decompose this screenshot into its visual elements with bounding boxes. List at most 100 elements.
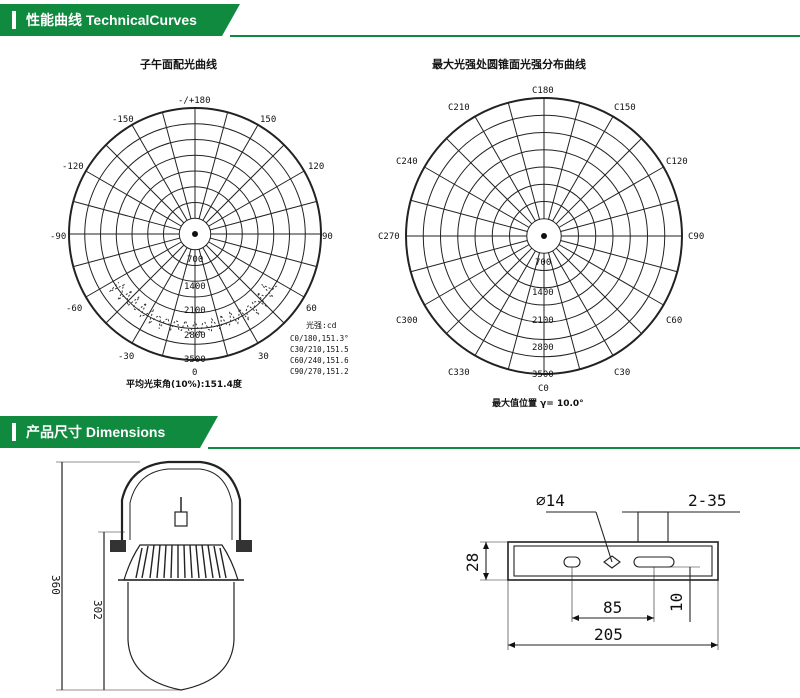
section-tab: 性能曲线 TechnicalCurves — [0, 4, 222, 36]
angle-label-c330: C330 — [448, 368, 470, 378]
grid-spoke — [85, 241, 182, 298]
angle-label-c240: C240 — [396, 157, 418, 167]
grid-spoke — [474, 116, 536, 222]
angle-label-top: -/+180 — [178, 96, 211, 106]
grid-spoke — [410, 239, 528, 273]
grid-spoke — [202, 247, 259, 344]
dim-slot: 2-35 — [688, 491, 727, 510]
angle-label-c0: C0 — [538, 384, 549, 394]
intensity-curve — [109, 282, 278, 336]
grid-spoke — [424, 244, 530, 306]
grid-spoke — [205, 244, 285, 324]
dim-bracket-height: 28 — [463, 553, 482, 572]
grid-spoke — [131, 247, 188, 344]
angle-label-m60: -60 — [66, 304, 83, 314]
angle-label-c300: C300 — [396, 316, 418, 326]
left-chart-footer: 平均光束角(10%):151.4度 — [126, 380, 242, 390]
dim-slot-width: 10 — [667, 593, 686, 612]
angle-label-150: 150 — [260, 115, 277, 125]
dim-hole-diameter: ⌀14 — [536, 491, 565, 510]
grid-spoke — [131, 124, 188, 221]
angle-label-90: 90 — [322, 232, 333, 242]
grid-spoke — [210, 200, 317, 231]
grid-spoke — [424, 166, 530, 228]
angle-label-c270: C270 — [378, 232, 400, 242]
right-chart-footer: 最大值位置 γ= 10.0° — [492, 399, 584, 409]
section-rule — [230, 35, 800, 37]
angle-label-m90: -90 — [50, 232, 67, 242]
grid-spoke — [547, 102, 581, 220]
grid-spoke — [560, 199, 678, 233]
section-header-dimensions: 产品尺寸 Dimensions — [0, 414, 800, 450]
dim-height-body: 302 — [91, 600, 104, 620]
ring-label: 1400 — [184, 282, 206, 292]
legend-row: C30/210,151.5 — [290, 345, 349, 354]
ring-label: 3500 — [184, 355, 206, 365]
section-title: 产品尺寸 Dimensions — [26, 424, 166, 440]
right-chart-title: 最大光强处圆锥面光强分布曲线 — [432, 58, 586, 71]
grid-spoke — [547, 252, 581, 370]
angle-label-60: 60 — [306, 304, 317, 314]
grid-spoke — [552, 250, 614, 356]
ring-label: 2100 — [532, 316, 554, 326]
angle-label-c90: C90 — [688, 232, 705, 242]
angle-label-c60: C60 — [666, 316, 683, 326]
ring-label: 3500 — [532, 370, 554, 380]
dim-hole-spacing: 85 — [603, 598, 622, 617]
section-rule — [208, 447, 800, 449]
legend-row: C0/180,151.3° — [290, 334, 349, 343]
tab-marker — [12, 11, 16, 29]
grid-spoke — [446, 247, 533, 334]
legend-row: C60/240,151.6 — [290, 356, 349, 365]
section-tab: 产品尺寸 Dimensions — [0, 416, 200, 448]
grid-spoke — [161, 249, 192, 356]
grid-spoke — [410, 199, 528, 233]
ring-label: 2800 — [532, 343, 554, 353]
grid-spoke — [210, 237, 317, 268]
ring-label: 2100 — [184, 306, 206, 316]
ring-label: 2800 — [184, 331, 206, 341]
grid-spoke — [73, 237, 180, 268]
grid-spoke — [560, 239, 678, 273]
ring-label: 1400 — [532, 288, 554, 298]
grid-spoke — [507, 252, 541, 370]
tab-marker — [12, 423, 16, 441]
grid-spoke — [552, 116, 614, 222]
angle-label-m150: -150 — [112, 115, 134, 125]
bracket-dimension-drawing: ⌀14 2-35 28 85 10 205 — [463, 491, 740, 650]
grid-spoke — [205, 144, 285, 224]
angle-label-c30: C30 — [614, 368, 631, 378]
angle-label-c180: C180 — [532, 86, 554, 96]
grid-spoke — [558, 166, 664, 228]
grid-spoke — [555, 138, 642, 225]
ring-label: 700 — [535, 258, 552, 268]
grid-spoke — [507, 102, 541, 220]
dim-height-total: 360 — [49, 575, 62, 595]
angle-label-30: 30 — [258, 352, 269, 362]
left-polar-chart — [68, 107, 322, 361]
tab-tail — [222, 4, 240, 36]
left-chart-title: 子午面配光曲线 — [140, 58, 217, 71]
angle-label-c120: C120 — [666, 157, 688, 167]
angle-label-120: 120 — [308, 162, 325, 172]
grid-spoke — [555, 247, 642, 334]
grid-spoke — [446, 138, 533, 225]
lamp-dimension-drawing: 360 302 — [49, 460, 252, 691]
right-polar-chart — [405, 97, 683, 375]
grid-spoke — [558, 244, 664, 306]
legend-row: C90/270,151.2 — [290, 367, 349, 376]
angle-label-0: 0 — [192, 368, 198, 378]
grid-spoke — [474, 250, 536, 356]
center-dot — [192, 231, 198, 237]
grid-spoke — [105, 144, 185, 224]
grid-spoke — [198, 112, 229, 219]
dim-width: 205 — [594, 625, 623, 644]
grid-spoke — [105, 244, 185, 324]
angle-label-c150: C150 — [614, 103, 636, 113]
grid-spoke — [202, 124, 259, 221]
grid-spoke — [85, 170, 182, 227]
section-header-curves: 性能曲线 TechnicalCurves — [0, 2, 800, 38]
grid-spoke — [198, 249, 229, 356]
grid-spoke — [161, 112, 192, 219]
angle-label-c210: C210 — [448, 103, 470, 113]
